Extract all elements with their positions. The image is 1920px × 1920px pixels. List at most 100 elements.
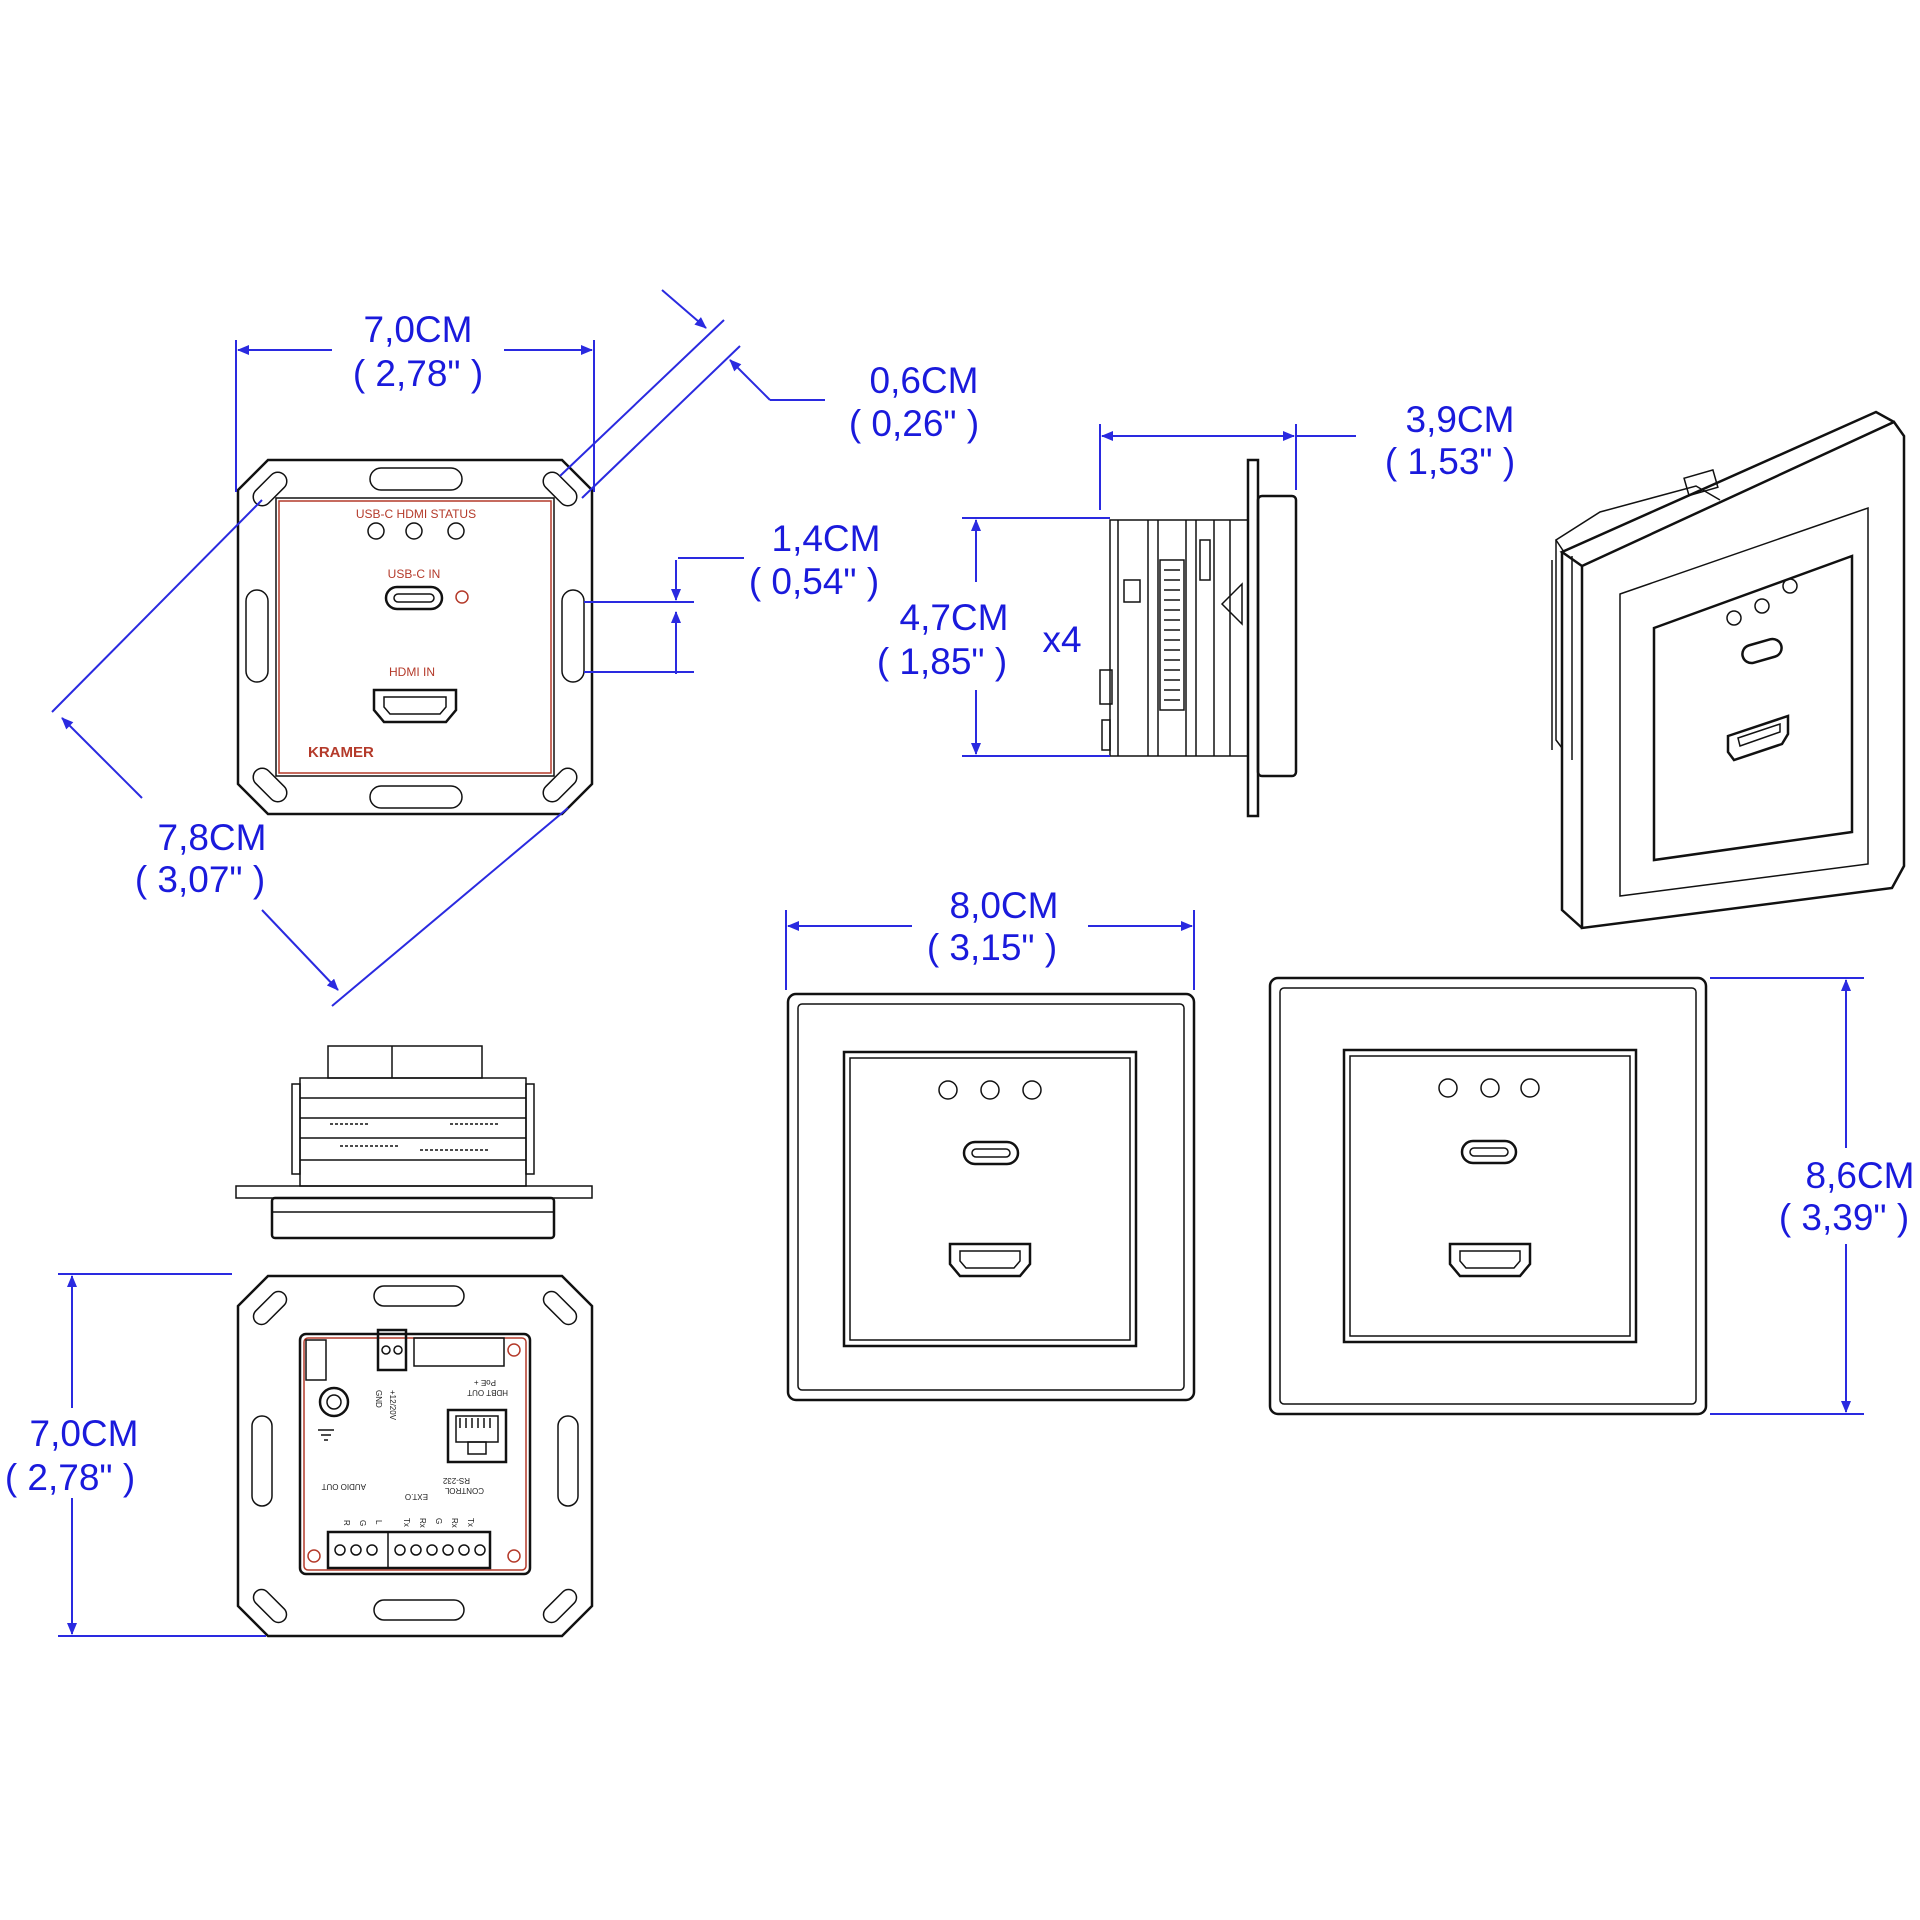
dim-frame-width: 8,0CM ( 3,15" ) xyxy=(785,885,1195,990)
pin-label-6: G xyxy=(434,1518,443,1524)
side-connector xyxy=(1099,669,1113,705)
dim-front-diagonal-imperial: ( 3,07" ) xyxy=(135,859,265,900)
dim-side-height: 4,7CM ( 1,85" ) x4 xyxy=(877,517,1110,757)
dim-frame-depth-metric: 0,6CM xyxy=(870,360,979,401)
frame2-usbc-port xyxy=(1460,1139,1518,1165)
frame1-faceplate xyxy=(842,1050,1138,1348)
isometric-view xyxy=(1551,410,1906,930)
back-slot-bottom xyxy=(373,1599,465,1621)
pin-label-7: Rx xyxy=(450,1518,459,1528)
dim-frame-height: 8,6CM ( 3,39" ) xyxy=(1710,977,1915,1415)
iso-hdmi-port xyxy=(1726,714,1790,762)
hdmi-port-inner xyxy=(383,696,447,715)
dim-side-height-imperial: ( 1,85" ) xyxy=(877,641,1007,682)
led-status xyxy=(447,522,465,540)
frame1-outer-inner xyxy=(797,1003,1185,1391)
usbc-label: USB-C IN xyxy=(388,567,441,581)
frame2-faceplate-inner xyxy=(1349,1055,1631,1337)
usbc-port xyxy=(384,585,444,611)
usbc-port-tongue xyxy=(393,593,435,603)
slot-left xyxy=(245,589,269,683)
poe-label: PoE + xyxy=(474,1378,496,1387)
back-pcb xyxy=(298,1332,532,1576)
frame1-usbc-port xyxy=(962,1140,1020,1166)
pin-label-2: G xyxy=(358,1520,367,1526)
slot-corner-br xyxy=(542,767,578,803)
dim-side-height-metric: 4,7CM xyxy=(900,597,1009,638)
top-frame xyxy=(270,1196,556,1240)
iso-frame-inner xyxy=(1619,506,1869,897)
slot-corner-bl xyxy=(252,767,288,803)
iso-usbc-port xyxy=(1741,637,1783,665)
exto-label: EXT.O xyxy=(405,1492,428,1501)
frame1-led-1 xyxy=(938,1080,958,1100)
control-label: CONTROL xyxy=(444,1486,484,1495)
ground-symbol-icon xyxy=(318,1429,334,1441)
pin-label-3: L xyxy=(374,1520,383,1525)
back-fuse xyxy=(305,1339,327,1381)
frame2-faceplate xyxy=(1342,1048,1638,1344)
frame1-led-3 xyxy=(1022,1080,1042,1100)
button-icon xyxy=(455,590,469,604)
screw-count: x4 xyxy=(1042,619,1081,660)
top-view xyxy=(235,1045,593,1240)
rs232-label: RS-232 xyxy=(442,1476,470,1485)
audio-label: AUDIO OUT xyxy=(321,1482,366,1491)
slot-corner-tr xyxy=(542,471,578,507)
dim-front-width-metric: 7,0CM xyxy=(364,309,473,350)
rj45-port-inner xyxy=(455,1415,499,1443)
dim-front-diagonal-metric: 7,8CM xyxy=(158,817,267,858)
iso-led-2 xyxy=(1754,598,1770,614)
brand-logo: KRAMER xyxy=(308,744,374,761)
dim-back-height: 7,0CM ( 2,78" ) xyxy=(5,1273,266,1637)
dim-port-spacing-imperial: ( 0,54" ) xyxy=(749,561,879,602)
dim-frame-height-metric: 8,6CM xyxy=(1806,1155,1915,1196)
pin-label-8: Tx xyxy=(466,1518,475,1527)
back-ground-screw xyxy=(318,1386,350,1418)
frame2-led-2 xyxy=(1480,1078,1500,1098)
framed-view-1 xyxy=(786,992,1196,1402)
top-housing xyxy=(299,1077,527,1187)
iso-housing-side xyxy=(1551,556,1573,760)
frame1-faceplate-inner xyxy=(849,1057,1131,1341)
front-faceplate xyxy=(275,497,555,777)
frame2-outer xyxy=(1268,976,1708,1416)
back-terminal-block xyxy=(326,1530,492,1570)
frame1-led-2 xyxy=(980,1080,1000,1100)
dim-back-height-metric: 7,0CM xyxy=(30,1413,139,1454)
dim-frame-width-imperial: ( 3,15" ) xyxy=(927,927,1057,968)
dim-frame-width-metric: 8,0CM xyxy=(950,885,1059,926)
terminal-screws xyxy=(334,1544,486,1556)
back-slot-top xyxy=(373,1285,465,1307)
top-plate xyxy=(235,1185,593,1199)
slot-bottom xyxy=(369,785,463,809)
side-frame xyxy=(1256,494,1298,778)
slot-top xyxy=(369,467,463,491)
back-slot-right xyxy=(557,1415,579,1507)
side-view xyxy=(1099,458,1298,818)
back-view: GND +12/20V HDBT OUT PoE + AUDIO OUT CON… xyxy=(236,1274,594,1638)
gnd-label: GND xyxy=(374,1390,383,1408)
back-header xyxy=(413,1337,505,1367)
front-view: USB-C HDMI STATUS USB-C IN HDMI IN KRAME… xyxy=(236,458,594,816)
iso-faceplate xyxy=(1652,554,1854,862)
iso-frame-outer xyxy=(1580,420,1906,930)
frame2-led-3 xyxy=(1520,1078,1540,1098)
back-slot-left xyxy=(251,1415,273,1507)
slot-corner-tl xyxy=(252,471,288,507)
hdmi-label: HDMI IN xyxy=(389,665,435,679)
hdmi-port xyxy=(372,688,458,724)
dim-port-spacing-metric: 1,4CM xyxy=(772,518,881,559)
dim-port-spacing: 1,4CM ( 0,54" ) xyxy=(584,518,880,674)
side-pin-header xyxy=(1159,559,1185,711)
dim-front-width: 7,0CM ( 2,78" ) xyxy=(235,309,595,492)
frame1-hdmi-port xyxy=(948,1242,1032,1278)
framed-view-2 xyxy=(1268,976,1708,1416)
side-plate xyxy=(1246,458,1260,818)
side-housing xyxy=(1109,519,1249,757)
led-label: USB-C HDMI STATUS xyxy=(356,507,476,521)
iso-led-3 xyxy=(1782,578,1798,594)
back-power-terminal xyxy=(376,1328,408,1372)
frame2-outer-inner xyxy=(1279,987,1697,1405)
